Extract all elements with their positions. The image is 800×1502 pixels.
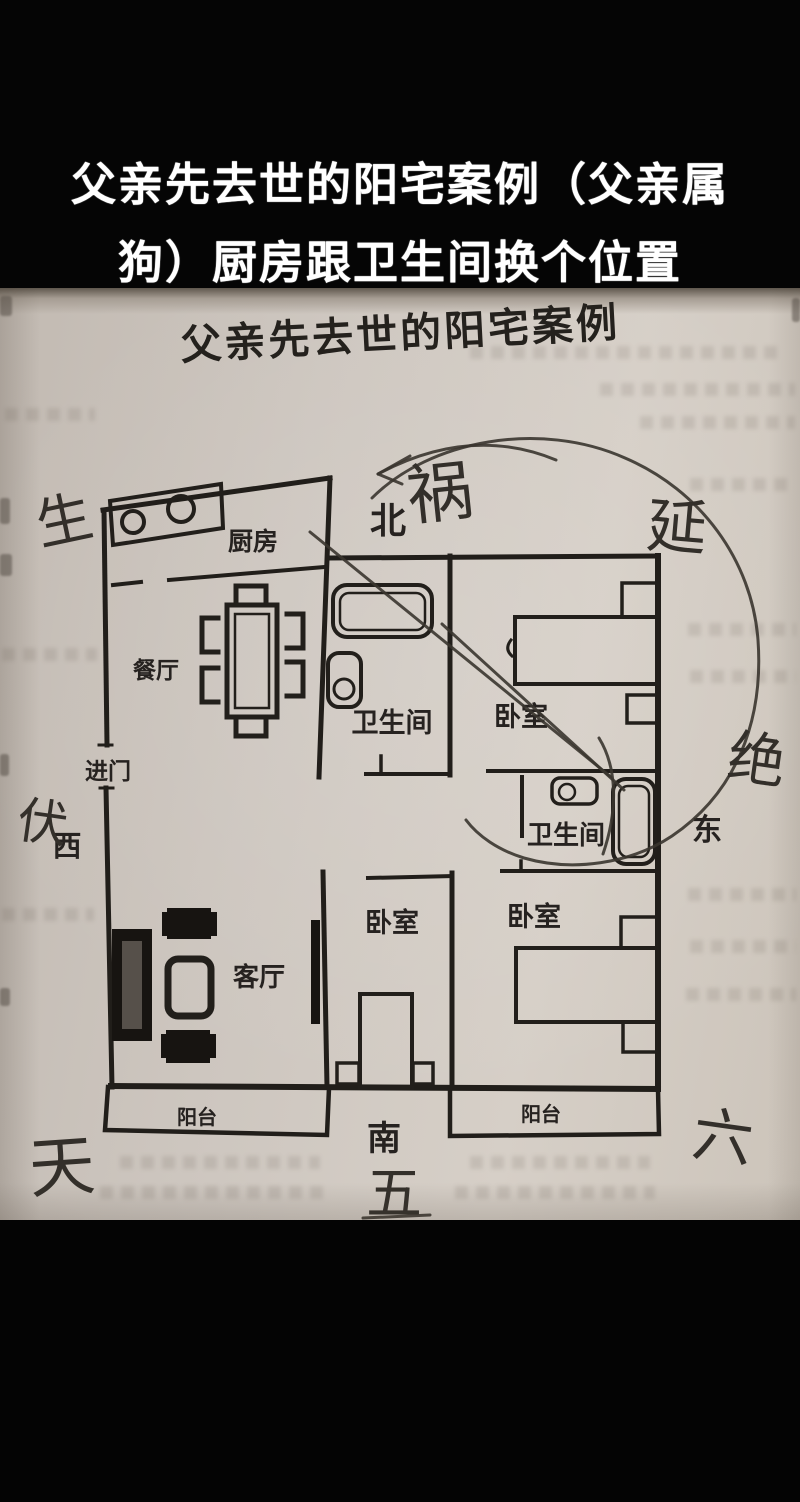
print-bleed — [470, 346, 780, 359]
top-letterbox: 父亲先去世的阳宅案例（父亲属 狗）厨房跟卫生间换个位置 — [0, 0, 800, 288]
edge-smudge — [792, 298, 800, 322]
direction-south: 南 — [367, 1120, 401, 1158]
room-label-bathroom-middle: 卫生间 — [527, 820, 605, 850]
handwriting-sheng: 生 — [31, 486, 99, 558]
direction-east: 东 — [692, 813, 722, 847]
room-label-bathroom-top: 卫生间 — [352, 708, 433, 738]
bed-bottom-middle — [335, 992, 435, 1090]
room-label-bedroom-bottom-middle: 卧室 — [365, 907, 419, 938]
print-bleed — [2, 648, 97, 661]
room-label-living: 客厅 — [233, 962, 285, 992]
armchair — [166, 1030, 210, 1063]
print-bleed — [100, 1186, 330, 1199]
print-bleed — [640, 416, 795, 429]
room-label-bedroom-bottom-right: 卧室 — [507, 901, 561, 932]
print-bleed — [688, 623, 796, 636]
edge-smudge — [0, 988, 10, 1006]
nightstand — [411, 1061, 435, 1086]
chair-icon — [199, 665, 221, 705]
handwriting-liu: 六 — [688, 1101, 757, 1175]
hand-stroke — [597, 736, 616, 856]
print-bleed — [120, 1156, 320, 1169]
room-label-kitchen: 厨房 — [228, 527, 278, 556]
direction-north: 北 — [370, 500, 406, 541]
floor-plan: 厨房 餐厅 卫生间 卧室 卫生间 卧室 卧室 客厅 阳台 阳台 进门 北 南 东… — [14, 437, 790, 1220]
kitchen-counter — [107, 481, 226, 548]
sofa-seat — [122, 941, 142, 1029]
hand-circle — [370, 437, 761, 867]
chair-icon — [199, 615, 221, 655]
hand-arrow-stroke — [376, 443, 558, 476]
burner-icon — [120, 509, 146, 535]
direction-west: 西 — [52, 831, 81, 863]
hand-underline — [361, 1213, 432, 1220]
print-bleed — [688, 888, 796, 901]
room-label-balcony-left: 阳台 — [177, 1105, 217, 1129]
bed-top-right — [506, 581, 660, 725]
bathtub-middle — [611, 777, 657, 866]
dining-table-set — [199, 583, 306, 739]
hand-diagonal-line — [308, 530, 613, 779]
handwriting-jue: 绝 — [723, 724, 789, 796]
overlay-title-line1: 父亲先去世的阳宅案例（父亲属 — [70, 159, 729, 210]
print-bleed — [470, 1156, 650, 1169]
chair-icon — [233, 719, 269, 739]
chair-icon — [233, 583, 269, 603]
room-label-balcony-right: 阳台 — [521, 1102, 561, 1126]
print-bleed — [2, 908, 94, 921]
nightstand — [621, 1020, 659, 1054]
handwriting-fu: 伏 — [14, 792, 71, 854]
hand-arrowhead — [376, 454, 412, 486]
room-label-dining: 餐厅 — [133, 657, 179, 683]
print-bleed — [690, 940, 796, 953]
nightstand — [620, 581, 660, 619]
handwriting-tian: 天 — [27, 1130, 98, 1207]
handwriting-huo: 祸 — [404, 455, 477, 534]
edge-smudge — [0, 554, 12, 576]
living-room-furniture — [112, 908, 320, 1063]
overlay-title-line2: 狗）厨房跟卫生间换个位置 — [117, 237, 682, 288]
print-bleed — [600, 383, 795, 396]
print-bleed — [5, 408, 95, 421]
coffee-table — [164, 955, 215, 1020]
tv-cabinet — [311, 920, 320, 1024]
bathtub-top — [331, 583, 434, 639]
handwriting-yan: 延 — [644, 493, 710, 564]
handwriting-wu: 五 — [366, 1164, 422, 1220]
nightstand — [625, 693, 659, 725]
armchair — [167, 908, 211, 939]
edge-smudge — [0, 296, 12, 316]
entrance-label: 进门 — [85, 758, 131, 784]
nightstand — [335, 1061, 361, 1086]
toilet-middle — [550, 776, 599, 806]
bed-bottom-right — [514, 915, 659, 1054]
chair-icon — [284, 659, 306, 699]
burner-icon — [166, 494, 196, 524]
chair-icon — [284, 611, 306, 651]
overlay-title: 父亲先去世的阳宅案例（父亲属 狗）厨房跟卫生间换个位置 — [0, 146, 800, 302]
nightstand — [619, 915, 659, 950]
bottom-letterbox — [0, 1220, 800, 1502]
print-bleed — [455, 1186, 655, 1199]
print-bleed — [690, 478, 795, 491]
pen-marks — [308, 437, 761, 1220]
toilet-top — [326, 651, 363, 709]
book-page-photo: 父亲先去世的阳宅案例 — [0, 288, 800, 1220]
edge-smudge — [0, 754, 9, 776]
print-bleed — [686, 988, 796, 1001]
hand-diagonal-line — [440, 622, 626, 792]
edge-smudge — [0, 498, 10, 524]
print-bleed — [690, 670, 796, 683]
